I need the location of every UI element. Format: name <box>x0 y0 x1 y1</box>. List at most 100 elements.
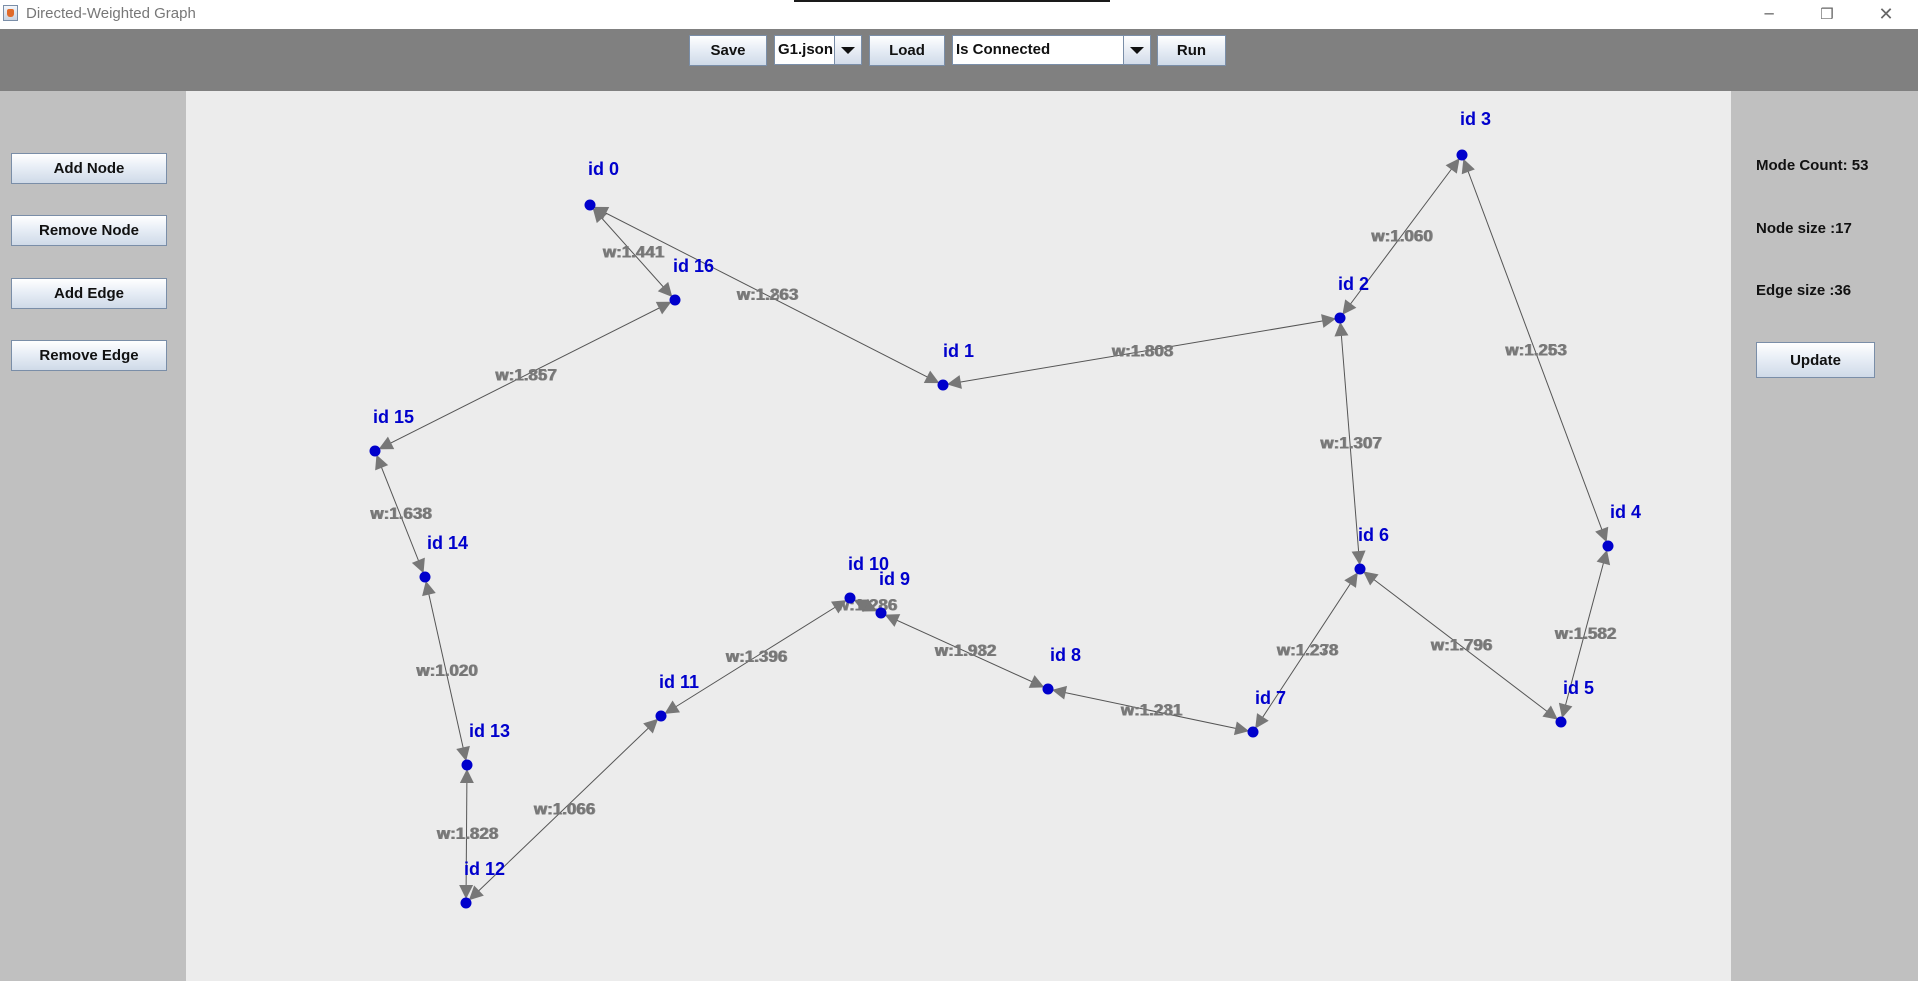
edge-arrowhead <box>655 301 672 315</box>
update-button[interactable]: Update <box>1756 342 1875 378</box>
edge-weight-label: w:1.066 <box>533 800 595 819</box>
edge-arrowhead <box>459 768 474 784</box>
edge-arrowhead <box>459 884 474 900</box>
graph-edge <box>589 204 676 301</box>
edge-weight-label: w:1.441 <box>603 243 665 262</box>
edge-arrowhead <box>1342 299 1357 315</box>
graph-edge <box>374 299 676 452</box>
node-label: id 5 <box>1563 678 1594 698</box>
graph-node[interactable] <box>1456 149 1468 161</box>
close-icon[interactable]: ✕ <box>1878 4 1894 25</box>
algorithm-select[interactable]: Is Connected <box>952 35 1151 65</box>
run-button[interactable]: Run <box>1157 35 1226 66</box>
edge-arrowhead <box>456 745 470 762</box>
graph-edge <box>1560 545 1609 723</box>
edge-weight-label: w:1.796 <box>1430 636 1492 655</box>
graph-node[interactable] <box>1247 726 1259 738</box>
graph-edge <box>374 450 426 578</box>
edge-weight-label: w:1.638 <box>369 504 431 523</box>
minimize-icon[interactable]: ─ <box>1764 5 1774 23</box>
edge-arrowhead <box>1363 571 1379 586</box>
node-label: id 8 <box>1050 645 1081 665</box>
edge-arrowhead <box>861 598 878 612</box>
edge-arrowhead <box>378 436 395 450</box>
restore-icon[interactable]: ❒ <box>1820 5 1834 23</box>
add-edge-button[interactable]: Add Edge <box>11 278 167 309</box>
graph-node[interactable] <box>937 379 949 391</box>
edge-size-label: Edge size :36 <box>1756 282 1852 299</box>
edge-weight-label: w:1.281 <box>1121 701 1183 720</box>
edge-arrowhead <box>1542 705 1558 720</box>
node-label: id 16 <box>673 256 714 276</box>
edge-arrowhead <box>1596 549 1611 566</box>
graph-edge <box>942 317 1341 386</box>
edge-arrowhead <box>1461 158 1475 175</box>
graph-node[interactable] <box>875 607 887 619</box>
edge-arrowhead <box>884 614 901 627</box>
graph-node[interactable] <box>584 199 596 211</box>
graph-node[interactable] <box>460 897 472 909</box>
edge-arrowhead <box>1051 685 1068 700</box>
edge-arrowhead <box>923 370 940 384</box>
graph-node[interactable] <box>419 571 431 583</box>
edge-weight-label: w:1.263 <box>736 285 798 304</box>
chevron-down-icon[interactable] <box>834 36 861 64</box>
graph-node[interactable] <box>1334 312 1346 324</box>
edge-weight-label: w:1.982 <box>935 641 997 660</box>
edge-weight-label: w:1.060 <box>1370 227 1432 246</box>
graph-node[interactable] <box>1602 540 1614 552</box>
edge-weight-label: w:1.867 <box>495 366 557 385</box>
edge-arrowhead <box>593 206 610 220</box>
graph-node[interactable] <box>1555 716 1567 728</box>
graph-node[interactable] <box>369 445 381 457</box>
chevron-down-icon[interactable] <box>1123 36 1150 64</box>
node-size-label: Node size :17 <box>1756 220 1852 237</box>
edge-weight-label: w:1.278 <box>1277 641 1339 660</box>
edge-arrowhead <box>853 599 870 613</box>
load-button[interactable]: Load <box>869 35 945 66</box>
edge-arrowhead <box>664 700 680 714</box>
node-label: id 3 <box>1460 109 1491 129</box>
remove-edge-button[interactable]: Remove Edge <box>11 340 167 371</box>
node-label: id 1 <box>943 341 974 361</box>
edge-arrowhead <box>592 207 608 224</box>
title-accent-bar <box>794 0 1110 2</box>
graph-edge <box>589 204 944 386</box>
edge-weight-label: w:1.441 <box>602 243 664 262</box>
edge-weight-label: w:1.396 <box>726 647 788 666</box>
edge-arrowhead <box>411 557 425 574</box>
graph-node[interactable] <box>1354 563 1366 575</box>
edge-weight-label: w:1.857 <box>494 366 556 385</box>
graph-node[interactable] <box>461 759 473 771</box>
graph-edge <box>424 576 468 766</box>
remove-node-button[interactable]: Remove Node <box>11 215 167 246</box>
node-label: id 4 <box>1610 502 1641 522</box>
add-node-button[interactable]: Add Node <box>11 153 167 184</box>
node-label: id 2 <box>1338 274 1369 294</box>
graph-node[interactable] <box>844 592 856 604</box>
edge-weight-label: w:1.932 <box>934 641 996 660</box>
node-label: id 10 <box>848 554 889 574</box>
edge-weight-label: w:1.231 <box>1120 701 1182 720</box>
algorithm-select-value: Is Connected <box>956 41 1051 58</box>
edge-weight-label: w:1.238 <box>1276 641 1338 660</box>
graph-node[interactable] <box>655 710 667 722</box>
edge-arrowhead <box>1595 526 1609 543</box>
edge-weight-label: w:1.828 <box>437 824 499 843</box>
edge-weight-label: w:1.638 <box>370 504 432 523</box>
graph-edge <box>1339 317 1361 570</box>
edge-arrowhead <box>468 885 484 901</box>
edge-arrowhead <box>831 600 847 614</box>
edge-arrowhead <box>1344 572 1358 588</box>
edge-weight-label: w:1.066 <box>534 800 596 819</box>
save-button[interactable]: Save <box>689 35 767 66</box>
graph-node[interactable] <box>1042 683 1054 695</box>
file-select[interactable]: G1.json <box>774 35 862 65</box>
edge-weight-label: w:1.863 <box>737 285 799 304</box>
left-panel: Add Node Remove Node Add Edge Remove Edg… <box>0 91 186 981</box>
edge-weight-label: w:1.582 <box>1554 624 1616 643</box>
node-label: id 15 <box>373 407 414 427</box>
graph-node[interactable] <box>669 294 681 306</box>
graph-edge <box>1359 568 1562 723</box>
